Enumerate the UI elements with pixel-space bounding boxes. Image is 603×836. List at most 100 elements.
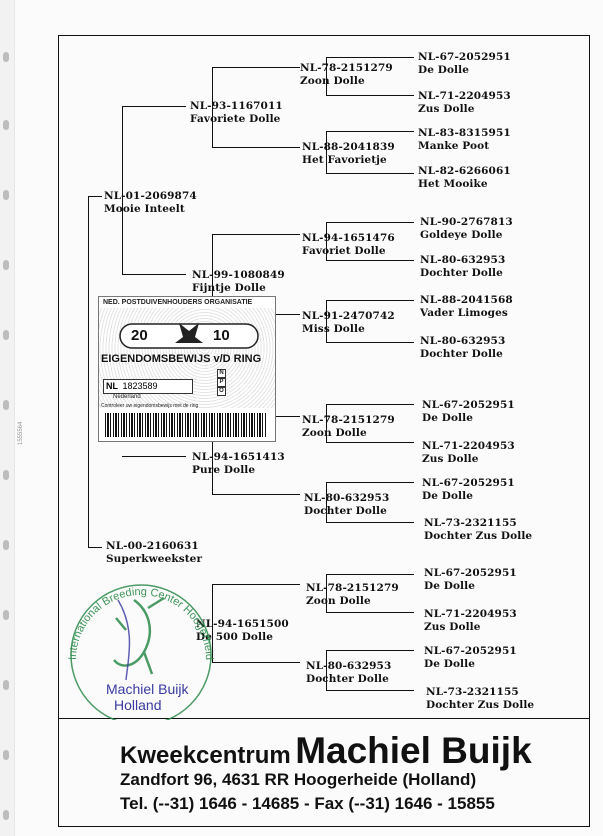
sire-dam-entry: NL-88-2041839 Het Favorietje — [302, 141, 395, 167]
pigeon-name: Dochter Dolle — [420, 267, 503, 279]
binder-hole — [3, 470, 9, 480]
ring-number: NL-67-2052951 — [422, 477, 515, 489]
pigeon-name: De 500 Dolle — [196, 631, 273, 643]
pigeon-name: De Dolle — [424, 658, 476, 670]
ring-number: NL-80-632953 — [420, 335, 506, 347]
pigeon-name: Dochter Dolle — [420, 348, 503, 360]
sire-entry: NL-93-1167011 Favoriete Dolle — [190, 100, 283, 126]
pigeon-name: Dochter Zus Dolle — [426, 699, 535, 711]
pigeon-name: Superkweekster — [106, 553, 203, 565]
pigeon-name: Favoriet Dolle — [302, 245, 386, 257]
pigeon-name: Het Favorietje — [302, 154, 387, 166]
pigeon-name: Zoon Dolle — [300, 75, 365, 87]
ring-number: NL-73-2321155 — [424, 517, 517, 529]
ring-certificate: NED. POSTDUIVENHOUDERS ORGANISATIE 20 10… — [98, 296, 276, 442]
ring-number: NL-78-2151279 — [306, 582, 399, 594]
ring-number: NL-99-1080849 — [192, 269, 285, 281]
pigeon-name: De Dolle — [418, 64, 470, 76]
pigeon-name: De Dolle — [424, 580, 476, 592]
ring-number: NL-91-2470742 — [302, 310, 395, 322]
ring-number: NL-00-2160631 — [106, 540, 199, 552]
dam-dam-entry: NL-94-1651413 Pure Dolle — [192, 451, 285, 477]
ring-number: NL-94-1651500 — [196, 618, 289, 630]
ring-number: NL-67-2052951 — [422, 399, 515, 411]
ring-number-box: NL 1823589 — [103, 379, 193, 394]
binder-strip — [0, 0, 15, 836]
pigeon-name: De Dolle — [422, 490, 474, 502]
ring-number: NL-80-632953 — [306, 660, 392, 672]
gen3-entry: NL-94-1651476 Favoriet Dolle — [302, 232, 395, 258]
gen3-entry: NL-80-632953 Dochter Dolle — [306, 660, 391, 686]
certificate-title: EIGENDOMSBEWIJS v/D RING — [101, 353, 262, 365]
barcode — [105, 413, 267, 437]
svg-text:International Breeding Center: International Breeding Center Hoogerheid… — [56, 570, 215, 660]
pigeon-name: Het Mooike — [418, 178, 488, 190]
ring-number: NL-90-2767813 — [420, 216, 513, 228]
pigeon-name: Miss Dolle — [302, 323, 365, 335]
pigeon-name: Dochter Zus Dolle — [424, 530, 533, 542]
pedigree-frame — [58, 35, 590, 827]
binder-hole — [3, 52, 9, 62]
ring-number: NL-67-2052951 — [424, 567, 517, 579]
gen3-entry: NL-91-2470742 Miss Dolle — [302, 310, 395, 336]
ring-number: NL-73-2321155 — [426, 686, 519, 698]
certificate-legend: N P O — [217, 369, 228, 396]
ring-number: 1823589 — [122, 381, 158, 391]
ring-number: NL-94-1651476 — [302, 232, 395, 244]
legend-letter: P — [217, 378, 226, 387]
binder-hole — [3, 810, 9, 820]
margin-code: 1555564 — [18, 421, 24, 445]
ring-number: NL-71-2204953 — [422, 440, 515, 452]
certificate-header: NED. POSTDUIVENHOUDERS ORGANISATIE — [99, 297, 275, 308]
pigeon-name: Zus Dolle — [424, 621, 481, 633]
dam-extra-entry: NL-94-1651500 De 500 Dolle — [196, 618, 289, 644]
pigeon-name: Manke Poot — [418, 140, 490, 152]
stamp-country: Holland — [114, 697, 161, 713]
gen3-entry: NL-80-632953 Dochter Dolle — [304, 492, 389, 518]
legend-letter: N — [217, 369, 226, 378]
year-frame-icon — [119, 323, 259, 349]
ring-number: NL-82-6266061 — [418, 165, 511, 177]
pigeon-name: Favoriete Dolle — [190, 113, 281, 125]
company-prefix: Kweekcentrum — [120, 742, 291, 769]
binder-hole — [3, 540, 9, 550]
binder-hole — [3, 190, 9, 200]
pigeon-name: Zoon Dolle — [302, 427, 367, 439]
ring-number: NL-93-1167011 — [190, 100, 283, 112]
company-address: Zandfort 96, 4631 RR Hoogerheide (Hollan… — [120, 770, 477, 789]
ring-number: NL-71-2204953 — [418, 90, 511, 102]
binder-hole — [3, 680, 9, 690]
pigeon-name: Goldeye Dolle — [420, 229, 503, 241]
certificate-footnote: Controleer uw eigendomsbewijs met de rin… — [101, 403, 199, 409]
country-label: Nederland — [113, 394, 141, 400]
ring-number: NL-78-2151279 — [302, 414, 395, 426]
ring-number: NL-88-2041839 — [302, 141, 395, 153]
breeding-center-stamp: International Breeding Center Hoogerheid… — [56, 570, 215, 720]
year-right: 10 — [213, 327, 230, 344]
pigeon-name: Zoon Dolle — [306, 595, 371, 607]
binder-hole — [3, 400, 9, 410]
year-left: 20 — [131, 327, 148, 344]
ring-number: NL-80-632953 — [304, 492, 390, 504]
binder-hole — [3, 260, 9, 270]
binder-hole — [3, 750, 9, 760]
pigeon-name: Vader Limoges — [420, 307, 508, 319]
footer-divider — [58, 718, 589, 719]
subject-entry: NL-01-2069874 Mooie Inteelt — [104, 190, 197, 216]
company-name: Kweekcentrum Machiel Buijk — [120, 730, 532, 772]
dam-entry: NL-00-2160631 Superkweekster — [106, 540, 202, 566]
